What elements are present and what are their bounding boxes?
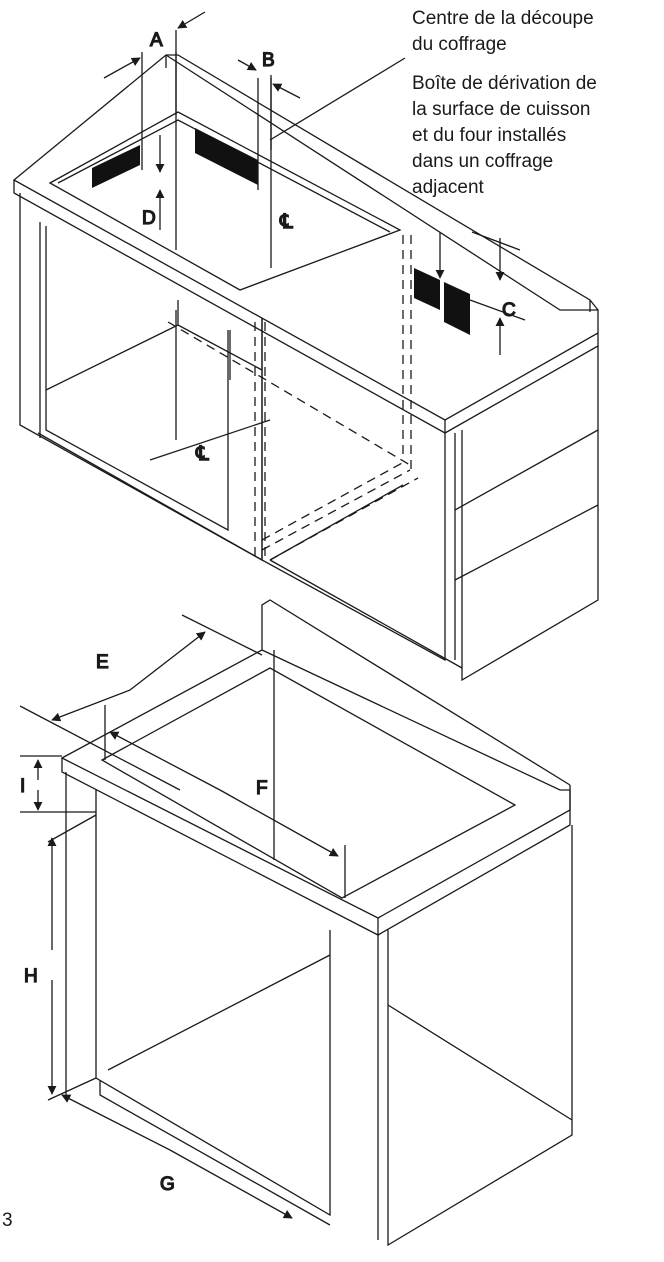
cabinet-interior-bottom [107,954,573,1121]
dim-H-extensions [47,814,97,1101]
junction-box-left [414,268,440,310]
dim-E-arrow-right [129,631,206,691]
label-G: G [160,1174,175,1195]
label-E: E [96,652,109,673]
bottom-cabinet-figure [19,599,573,1247]
top-cabinet-figure [12,11,599,682]
label-H: H [24,966,38,987]
dim-C-leaders [469,231,526,321]
label-A: A [150,30,163,51]
dim-A-arrow-right [177,11,206,29]
dim-E-extensions [19,614,263,791]
dim-F-arrow-end [219,789,339,857]
figure-number: 3 [2,1210,13,1231]
cabinet-right-floor [269,429,599,669]
cabinet-bottom-left [37,432,263,561]
centerline-symbol-2: ℄ [195,443,209,465]
cooktop-cutout [48,111,402,291]
label-F: F [256,778,268,799]
dim-F-extensions [273,650,346,898]
callout-cutout-center: Centre de la découpe du coffrage [412,8,594,55]
cutout-bottom [100,667,517,899]
label-I: I [20,776,25,797]
centerline-horizontal [149,419,271,461]
cabinet-body-bottom [65,772,573,1247]
label-B: B [262,50,275,71]
dim-I-extensions [20,755,96,813]
hob-block-right [195,128,258,185]
label-D: D [142,208,156,229]
backsplash-bottom [261,599,571,810]
dim-E-arrow-left [51,689,131,722]
label-C: C [502,300,516,321]
dim-G-arrow-right [169,1149,293,1219]
dim-A-arrows [141,52,177,170]
cabinet-body-left [19,193,263,562]
dim-B-arrow-right [272,83,301,99]
adjacent-cabinet-dashed [167,235,419,561]
cabinet-right-interior [269,484,404,561]
dim-F-arrow-start [109,731,221,791]
countertop-surface-bottom [60,649,571,919]
countertop-edge-bottom [61,758,571,937]
callout-junction-box: Boîte de dérivation de la surface de cui… [412,73,597,198]
backsplash-top [165,54,599,312]
cutout-center-leader [269,57,406,141]
cabinet-interior-left [45,300,263,391]
dim-G-arrow-left [61,1094,171,1151]
dim-B-arrow-left [237,59,257,71]
junction-box-right [444,282,470,335]
centerline-symbol-1: ℄ [279,211,293,233]
centerline-vertical-top [175,30,272,440]
dim-A-arrow-left [103,57,141,79]
hob-block-left [92,145,140,188]
dim-B-lines [257,78,272,190]
cabinet-body-right [261,318,599,682]
